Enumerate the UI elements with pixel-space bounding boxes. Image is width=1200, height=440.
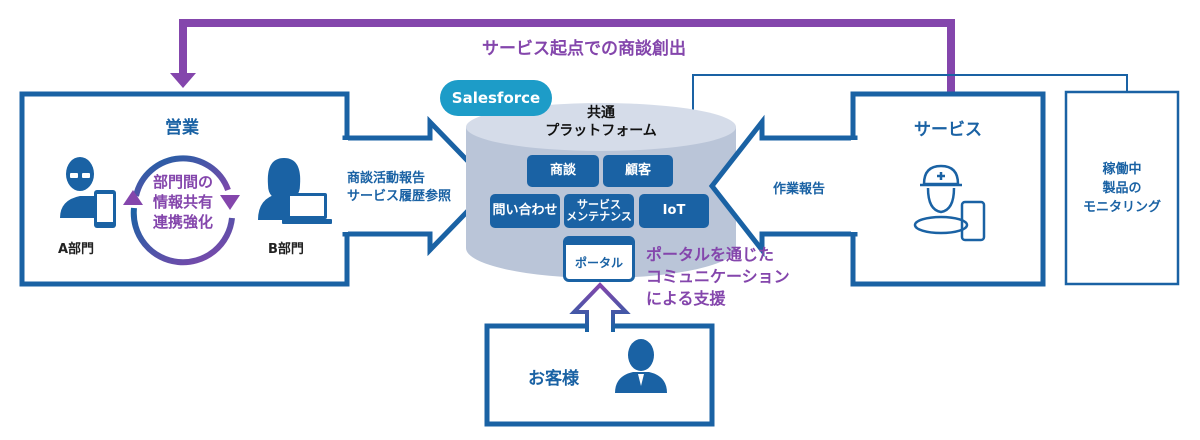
portal-note-line-1: ポータルを通じた — [646, 245, 775, 264]
module-service-maintenance-line-2: メンテナンス — [566, 210, 632, 223]
dept-a-label: A部門 — [58, 242, 95, 257]
dept-b-label: B部門 — [268, 242, 304, 257]
platform-title-line-1: 共通 — [587, 105, 615, 121]
portal-label: ポータル — [574, 255, 623, 270]
cycle-line-3: 連携強化 — [152, 213, 213, 231]
platform-title-line-2: プラットフォーム — [545, 123, 657, 139]
monitoring-line-3: モニタリング — [1082, 200, 1161, 215]
portal-note-line-3: による支援 — [646, 289, 726, 308]
sales-title: 営業 — [165, 118, 199, 138]
monitoring-line-1: 稼働中 — [1102, 162, 1142, 177]
platform-title: 共通 プラットフォーム — [541, 104, 661, 140]
cycle-arrowhead-left — [123, 190, 143, 205]
module-inquiries[interactable]: 問い合わせ — [490, 194, 560, 228]
customer-title: お客様 — [528, 369, 579, 389]
service-title: サービス — [914, 120, 982, 140]
service-to-sales-connector — [179, 19, 955, 92]
monitoring-box — [1064, 90, 1180, 286]
person-a-icon — [60, 157, 116, 228]
module-service-maintenance-line-1: サービス — [577, 197, 621, 211]
service-to-sales-arrowhead — [170, 73, 196, 88]
portal-note: ポータルを通じた コミュニケーション による支援 — [646, 244, 790, 310]
customer-box — [484, 323, 715, 427]
sales-to-platform-arrow — [342, 115, 496, 257]
sales-arrow-line-1: 商談活動報告 — [347, 171, 426, 186]
module-service-maintenance[interactable]: サービス メンテナンス — [564, 194, 634, 228]
sales-arrow-label: 商談活動報告 サービス履歴参照 — [347, 170, 451, 206]
monitoring-line-2: 製品の — [1102, 181, 1142, 196]
customer-person-icon — [615, 339, 667, 393]
module-iot[interactable]: IoT — [639, 194, 709, 228]
portal-note-line-2: コミュニケーション — [646, 267, 790, 286]
service-to-platform-arrow — [708, 114, 858, 258]
cycle-arrowhead-right — [220, 195, 240, 210]
salesforce-badge: Salesforce — [440, 80, 552, 116]
person-b-icon — [258, 158, 332, 224]
top-flow-label: サービス起点での商談創出 — [482, 39, 686, 59]
service-worker-icon — [913, 164, 986, 242]
service-arrow-label: 作業報告 — [773, 182, 826, 197]
cycle-arrow-bottom — [130, 207, 235, 266]
service-box — [850, 91, 1046, 287]
sales-arrow-line-2: サービス履歴参照 — [347, 189, 452, 204]
portal-window[interactable]: ポータル — [563, 236, 635, 282]
cycle-line-1: 部門間の — [152, 173, 213, 191]
cycle-arrow-top — [133, 155, 231, 197]
cycle-line-2: 情報共有 — [152, 193, 213, 211]
module-deals[interactable]: 商談 — [527, 155, 599, 187]
module-customers[interactable]: 顧客 — [603, 155, 673, 187]
cycle-text: 部門間の 情報共有 連携強化 — [148, 172, 218, 232]
customer-to-portal-arrow — [569, 282, 631, 332]
monitoring-label: 稼働中 製品の モニタリング — [1068, 160, 1176, 217]
